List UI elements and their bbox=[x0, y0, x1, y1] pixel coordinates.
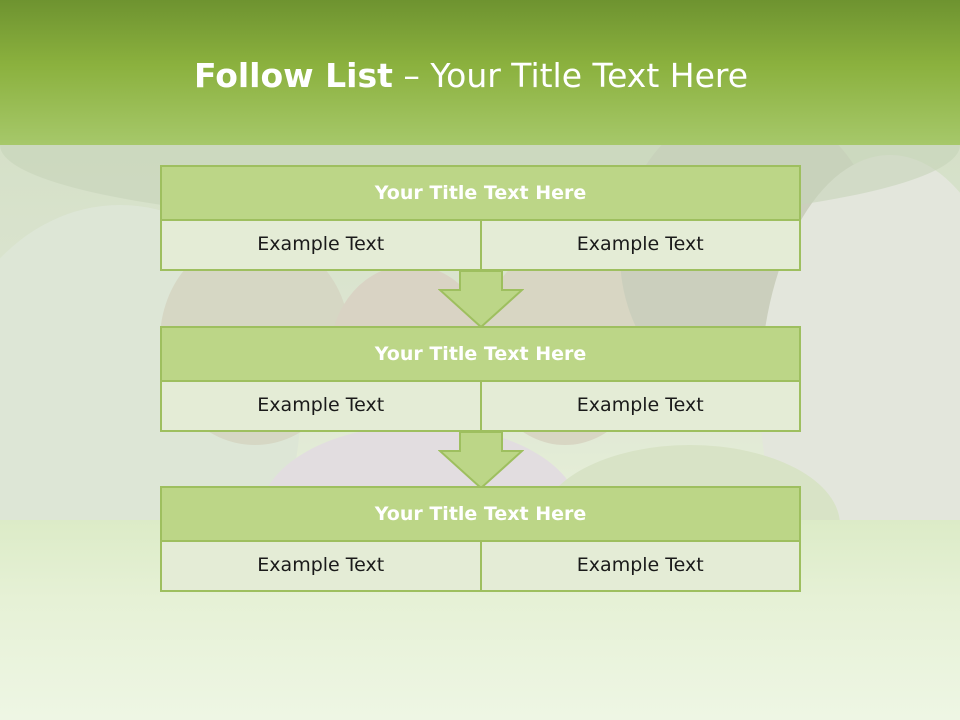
step-title: Your Title Text Here bbox=[160, 486, 801, 542]
step-block-3: Your Title Text Here Example Text Exampl… bbox=[160, 486, 801, 592]
step-cell-right: Example Text bbox=[481, 382, 801, 432]
header-band bbox=[0, 0, 960, 145]
slide-title-bold: Follow List bbox=[193, 56, 393, 95]
step-block-1: Your Title Text Here Example Text Exampl… bbox=[160, 165, 801, 271]
slide-title: Follow List – Your Title Text Here bbox=[0, 50, 942, 102]
slide-title-rest: – Your Title Text Here bbox=[392, 56, 749, 95]
step-row: Example Text Example Text bbox=[160, 382, 801, 432]
down-arrow-icon bbox=[438, 270, 524, 328]
step-cell-right: Example Text bbox=[481, 542, 801, 592]
step-title: Your Title Text Here bbox=[160, 165, 801, 221]
step-cell-right: Example Text bbox=[481, 221, 801, 271]
step-cell-left: Example Text bbox=[160, 221, 482, 271]
step-row: Example Text Example Text bbox=[160, 221, 801, 271]
step-cell-left: Example Text bbox=[160, 382, 482, 432]
down-arrow-icon bbox=[438, 431, 524, 489]
step-block-2: Your Title Text Here Example Text Exampl… bbox=[160, 326, 801, 432]
step-cell-left: Example Text bbox=[160, 542, 482, 592]
step-row: Example Text Example Text bbox=[160, 542, 801, 592]
step-title: Your Title Text Here bbox=[160, 326, 801, 382]
